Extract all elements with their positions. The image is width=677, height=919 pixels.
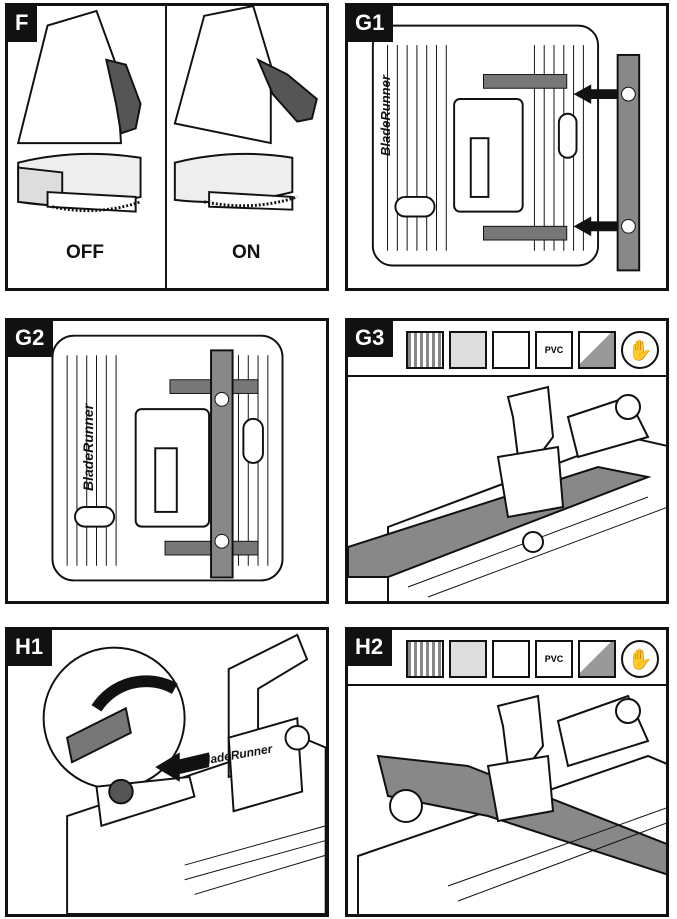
saw-cutting-illustration-h2 xyxy=(357,694,666,914)
table-top-view-g2 xyxy=(51,334,284,582)
panel-label-g3: G3 xyxy=(348,321,394,357)
panel-g2: G2 BladeRunner xyxy=(5,318,329,604)
switch-illustration xyxy=(16,6,318,288)
grooved-board-icon xyxy=(449,640,487,678)
tile-icon xyxy=(492,640,530,678)
panel-label-g1: G1 xyxy=(348,6,394,42)
panel-h2: H2 PVC ✋ xyxy=(345,627,669,917)
panel-f: F OFF ON xyxy=(5,3,329,291)
pvc-pipe-icon: PVC xyxy=(535,331,573,369)
saw-cutting-illustration-g3 xyxy=(348,385,666,601)
switch-lever-on xyxy=(256,57,318,123)
divider xyxy=(348,684,666,686)
laminate-icon xyxy=(578,331,616,369)
switch-lever-off xyxy=(104,58,142,135)
on-label: ON xyxy=(232,242,261,263)
pvc-pipe-icon: PVC xyxy=(535,640,573,678)
saw-body-off xyxy=(16,9,142,213)
tile-icon xyxy=(492,331,530,369)
laminate-icon xyxy=(578,640,616,678)
divider xyxy=(348,375,666,377)
panel-g1: G1 BladeRunner xyxy=(345,3,669,291)
panel-label-h2: H2 xyxy=(348,630,393,666)
panel-label-h1: H1 xyxy=(8,630,53,666)
off-label: OFF xyxy=(66,242,104,263)
glove-icon: ✋ xyxy=(621,640,659,678)
saw-body-on xyxy=(173,6,294,211)
material-icons-h2: PVC ✋ xyxy=(406,640,659,678)
brand-logo-g2: BladeRunner xyxy=(80,403,96,491)
panel-g3: G3 PVC ✋ xyxy=(345,318,669,604)
grooved-board-icon xyxy=(449,331,487,369)
material-icons-g3: PVC ✋ xyxy=(406,331,659,369)
brand-logo-g1: BladeRunner xyxy=(378,75,393,156)
wood-icon xyxy=(406,640,444,678)
table-top-view-g1 xyxy=(371,24,641,272)
wood-icon xyxy=(406,331,444,369)
glove-icon: ✋ xyxy=(621,331,659,369)
panel-h1: H1 BladeRunner xyxy=(5,627,329,917)
panel-label-g2: G2 xyxy=(8,321,54,357)
miter-gauge-illustration-h1 xyxy=(42,633,326,914)
panel-label-f: F xyxy=(8,6,38,42)
